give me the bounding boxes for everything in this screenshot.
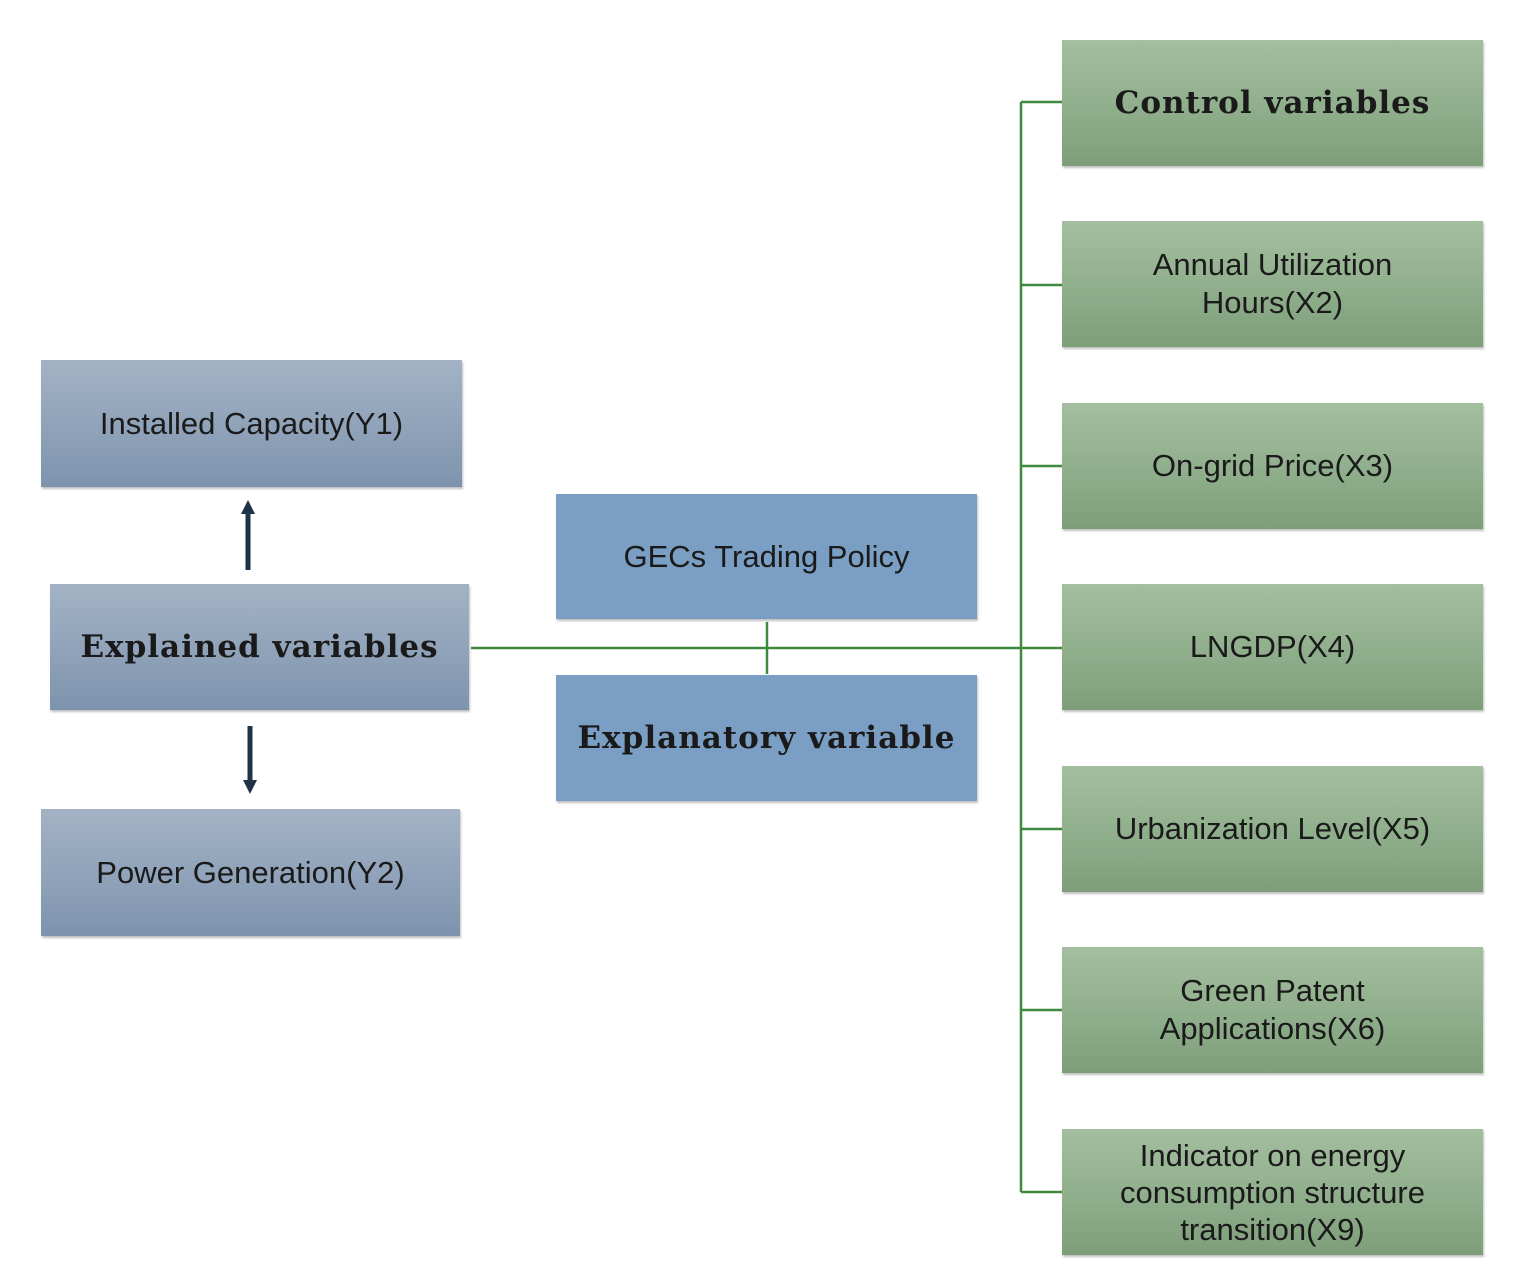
- control-item-x6: Green Patent Applications(X6): [1062, 947, 1483, 1073]
- control-variables-box: Control variables: [1062, 40, 1483, 166]
- control-item-x3-label: On-grid Price(X3): [1151, 448, 1394, 483]
- arrow-up-to-installed-capacity: [241, 500, 255, 570]
- control-item-x2-label: Annual Utilization Hours(X2): [1152, 247, 1393, 320]
- control-item-x9-label: Indicator on energy consumption structur…: [1120, 1137, 1425, 1247]
- arrow-down-to-power-generation: [243, 726, 257, 794]
- installed-capacity-label: Installed Capacity(Y1): [99, 405, 404, 441]
- control-item-x3: On-grid Price(X3): [1062, 403, 1483, 529]
- control-item-x5: Urbanization Level(X5): [1062, 766, 1483, 892]
- control-item-x9: Indicator on energy consumption structur…: [1062, 1129, 1483, 1255]
- installed-capacity-box: Installed Capacity(Y1): [41, 360, 462, 487]
- gecs-trading-policy-label: GECs Trading Policy: [623, 538, 910, 574]
- control-item-x2: Annual Utilization Hours(X2): [1062, 221, 1483, 347]
- explanatory-variable-box: Explanatory variable: [556, 675, 977, 801]
- control-item-x4-label: LNGDP(X4): [1189, 629, 1356, 664]
- control-item-x6-label: Green Patent Applications(X6): [1159, 973, 1386, 1046]
- control-item-x4: LNGDP(X4): [1062, 584, 1483, 710]
- power-generation-box: Power Generation(Y2): [41, 809, 460, 936]
- control-item-x5-label: Urbanization Level(X5): [1114, 811, 1431, 846]
- power-generation-label: Power Generation(Y2): [96, 854, 405, 890]
- explained-variables-box: Explained variables: [50, 584, 469, 710]
- explanatory-variable-label: Explanatory variable: [577, 720, 956, 756]
- gecs-trading-policy-box: GECs Trading Policy: [556, 494, 977, 619]
- control-variables-label: Control variables: [1114, 85, 1431, 121]
- explained-variables-label: Explained variables: [80, 629, 439, 665]
